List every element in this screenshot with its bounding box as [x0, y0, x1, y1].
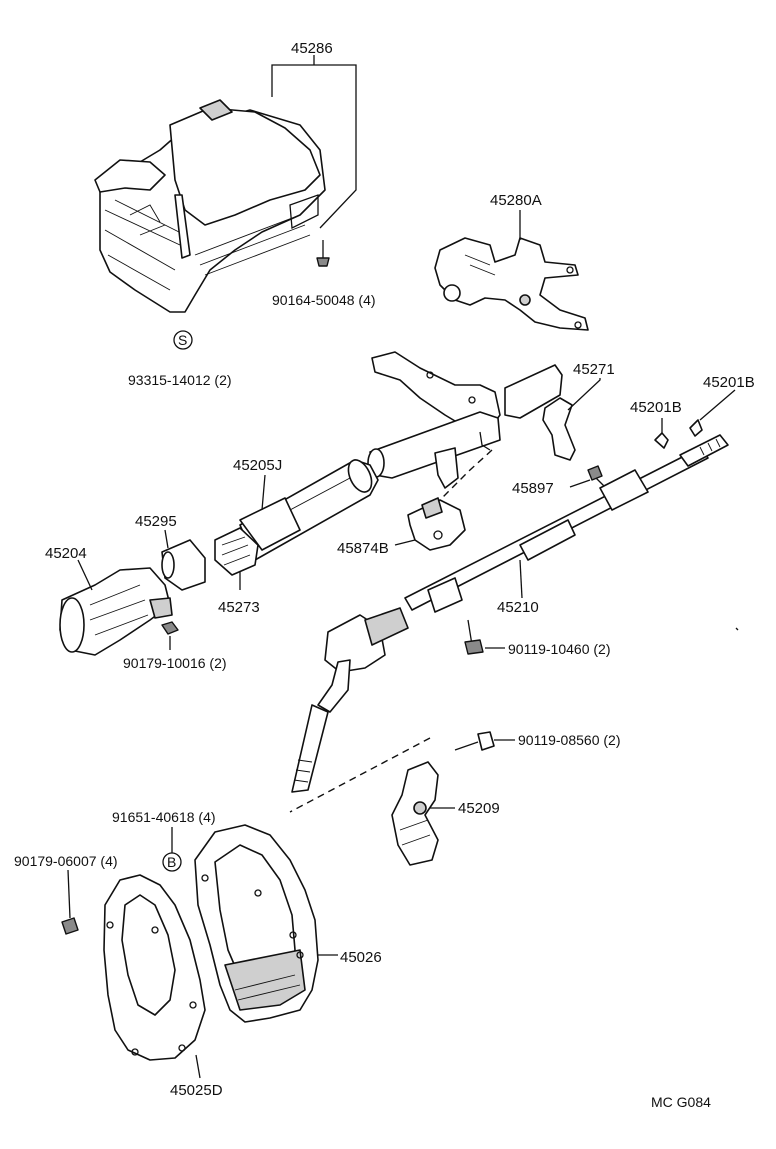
label-s-symbol: S: [178, 332, 187, 348]
nut-90179-10016-icon: [161, 621, 179, 650]
intermediate-joint-45209: [391, 761, 439, 866]
leader-45874b: [394, 539, 416, 546]
label-45295: 45295: [135, 513, 177, 530]
leader-45025d: [195, 1054, 201, 1079]
label-45204: 45204: [45, 545, 87, 562]
label-90119-10460: 90119-10460 (2): [508, 641, 610, 657]
label-45209: 45209: [458, 800, 500, 817]
projection-line-upper: [439, 449, 493, 501]
cover-screw-icon: [316, 240, 330, 267]
snap-ring-a-icon: [654, 432, 669, 449]
label-45273: 45273: [218, 599, 260, 616]
leader-45205j: [261, 474, 266, 511]
nut-90179-06007-icon: [61, 917, 79, 935]
support-arm-45271: [542, 397, 576, 461]
stray-mark: [735, 627, 739, 631]
leader-45201b-b: [699, 389, 736, 421]
bolt-90119-08560-icon: [454, 731, 495, 751]
label-91651-40618: 91651-40618 (4): [112, 809, 216, 825]
lower-tube-45204: [59, 567, 173, 656]
label-90119-08560: 90119-08560 (2): [518, 732, 620, 748]
label-93315-14012: 93315-14012 (2): [128, 372, 232, 388]
label-45205j: 45205J: [233, 457, 282, 474]
clamp-45874b: [407, 497, 466, 551]
label-45201b-b: 45201B: [703, 374, 755, 391]
leader-45204: [77, 559, 93, 591]
projection-line-lower: [289, 737, 431, 813]
snap-ring-b-icon: [689, 419, 703, 437]
main-shaft-45210: [404, 434, 729, 613]
label-45210: 45210: [497, 599, 539, 616]
leader-45286: [271, 64, 357, 229]
leader-45897: [569, 479, 591, 488]
leader-45271: [567, 378, 601, 411]
cover-45025d: [103, 874, 206, 1061]
label-90179-10016: 90179-10016 (2): [123, 655, 227, 671]
universal-joint: [291, 607, 409, 793]
label-45897: 45897: [512, 480, 554, 497]
label-45271: 45271: [573, 361, 615, 378]
upper-column-bracket: [367, 351, 563, 489]
label-45026: 45026: [340, 949, 382, 966]
label-b-symbol: B: [167, 854, 176, 870]
bushing-45295: [161, 539, 206, 591]
leader-45210: [519, 559, 523, 599]
bracket-45280a: [434, 237, 589, 331]
column-cover-45286: [94, 99, 326, 313]
label-90164-50048: 90164-50048 (4): [272, 292, 376, 308]
label-90179-06007: 90179-06007 (4): [14, 853, 118, 869]
label-45280a: 45280A: [490, 192, 542, 209]
bolt-90119-10460-icon: [464, 619, 484, 655]
s-symbol-icon: [173, 330, 193, 350]
footer-code: MC G084: [651, 1094, 711, 1110]
label-45201b-a: 45201B: [630, 399, 682, 416]
collar-45273: [214, 527, 259, 576]
label-45025d: 45025D: [170, 1082, 223, 1099]
leader-90179-06007: [67, 869, 71, 919]
label-45286: 45286: [291, 40, 333, 57]
leader-45295: [164, 529, 169, 549]
cover-45026: [194, 824, 319, 1023]
label-45874b: 45874B: [337, 540, 389, 557]
bolt-45897-icon: [587, 465, 605, 487]
